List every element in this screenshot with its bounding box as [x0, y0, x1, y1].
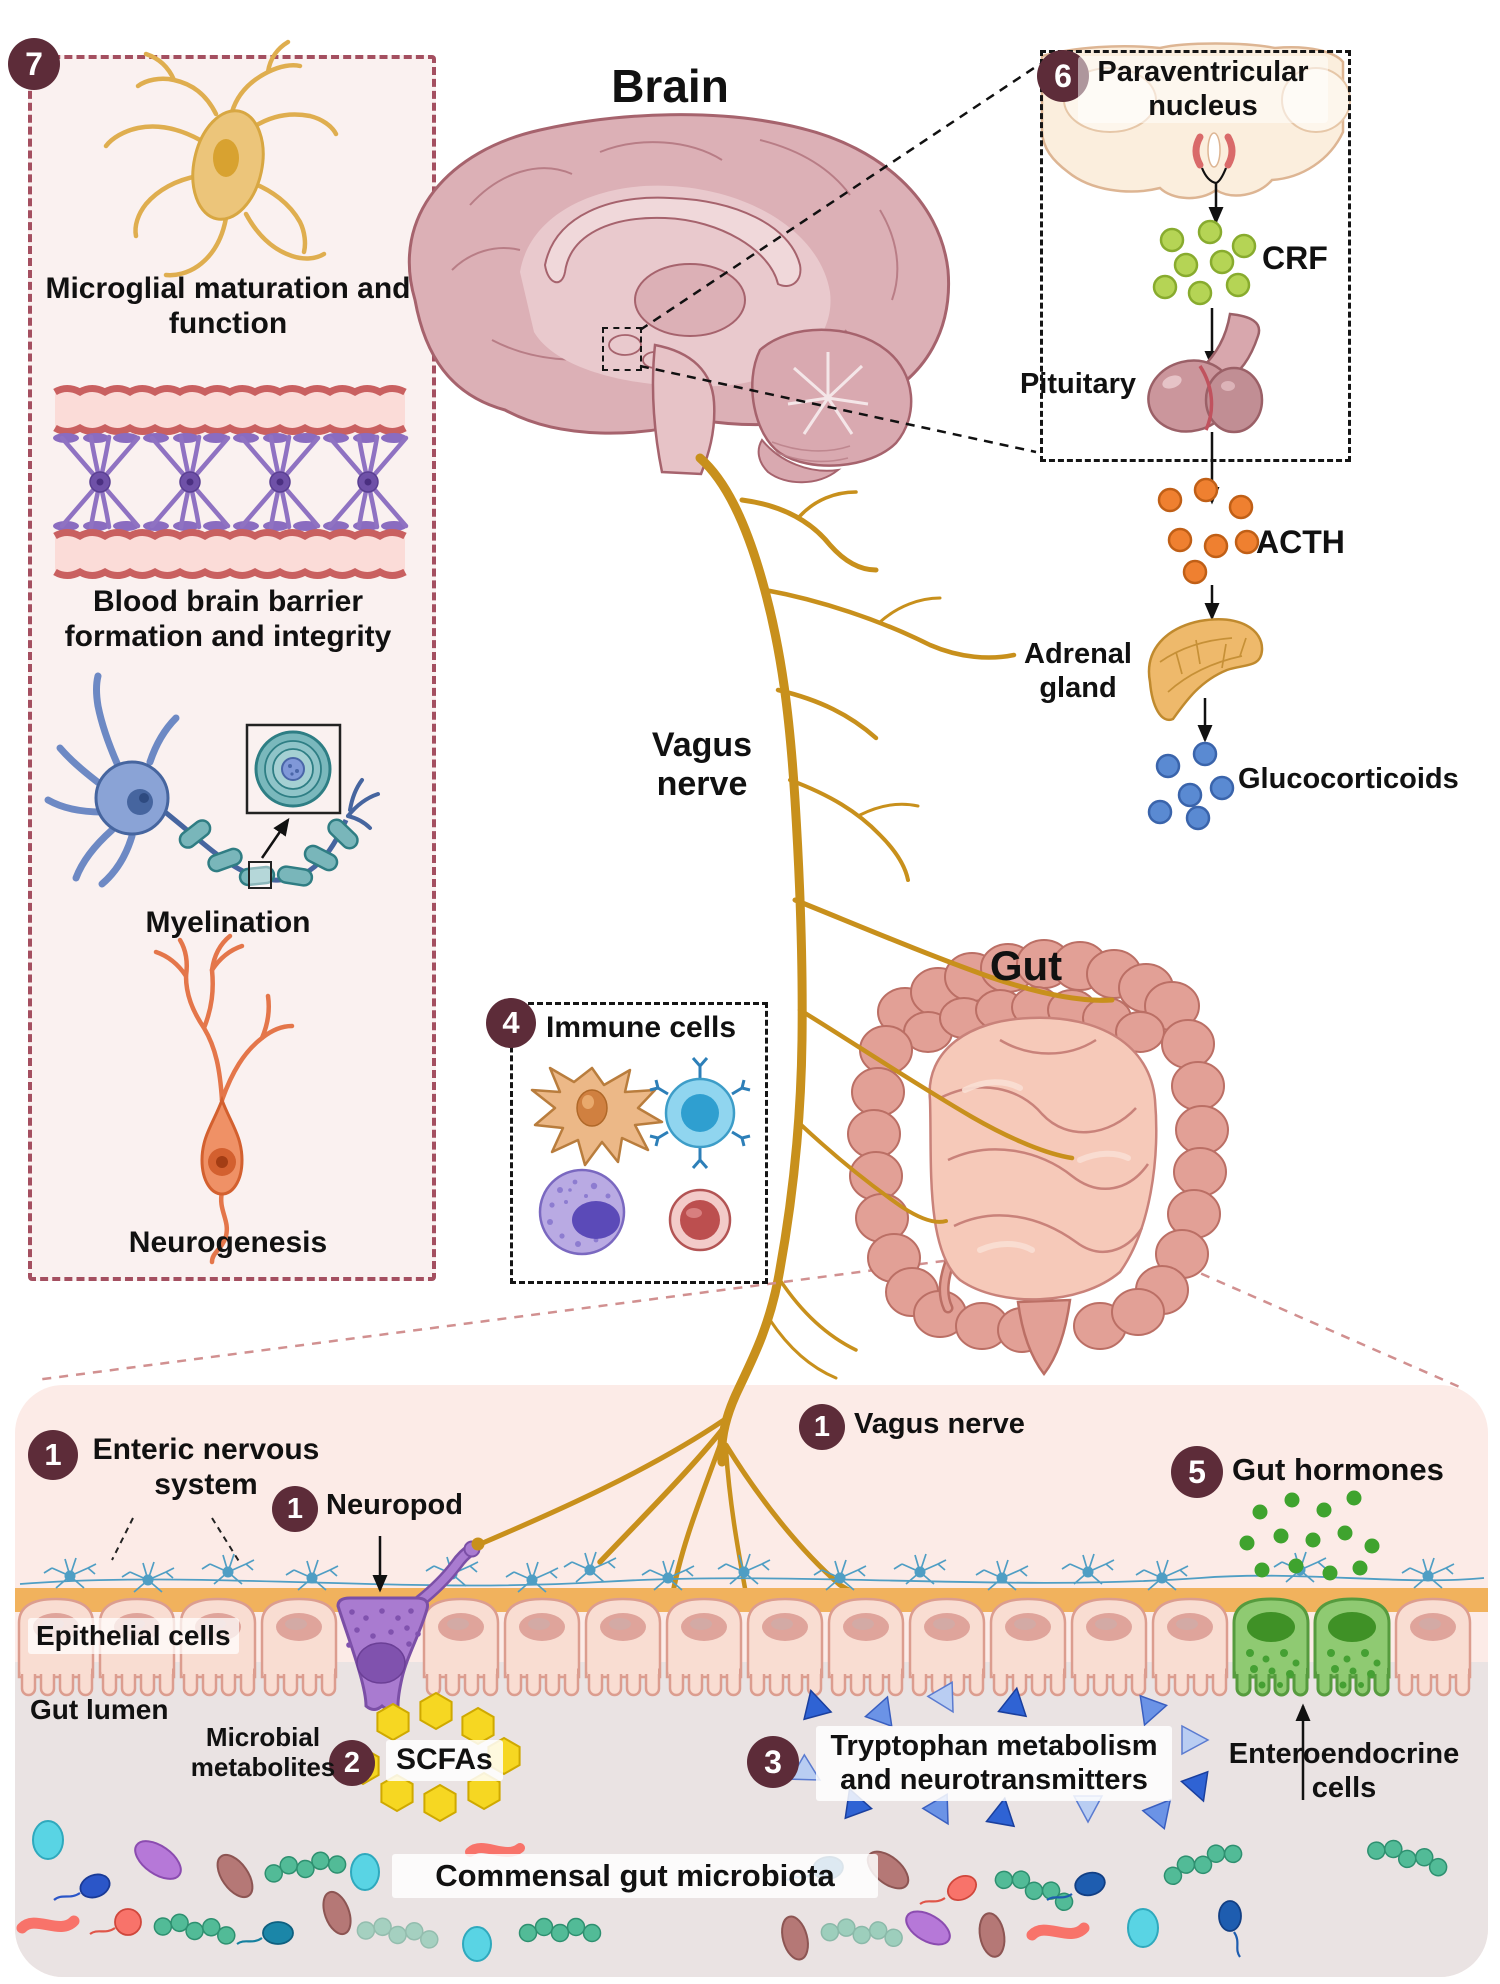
label-glucocorticoids: Glucocorticoids — [1238, 763, 1459, 795]
label-crf: CRF — [1262, 240, 1328, 276]
label-microbiota: Commensal gut microbiota — [392, 1854, 878, 1898]
brain-illustration — [407, 113, 951, 484]
label-scfas: SCFAs — [386, 1740, 503, 1781]
label-myelination: Myelination — [145, 906, 311, 939]
gut-illustration — [847, 939, 1229, 1377]
label-enteroendocrine: Enteroendocrine cells — [1228, 1738, 1460, 1804]
label-vagus-nerve-panel: Vagus nerve — [854, 1408, 1025, 1440]
label-microglial: Microglial maturation and function — [45, 272, 411, 340]
label-pvn: Paraventricular nucleus — [1078, 56, 1328, 124]
panel-7-brain-effects — [28, 55, 436, 1281]
adrenal-gland-illustration — [1147, 618, 1264, 743]
label-tryptophan: Tryptophan metabolism and neurotransmitt… — [816, 1726, 1172, 1802]
label-acth: ACTH — [1256, 524, 1345, 560]
gut-lumen-region — [15, 1662, 1488, 1977]
badge-1-ens: 1 — [28, 1430, 78, 1480]
label-ens: Enteric nervous system — [92, 1433, 320, 1501]
badge-7: 7 — [8, 38, 60, 90]
label-vagus-nerve-main: Vagus nerve — [651, 726, 753, 804]
zoom-link-lines — [639, 62, 1041, 454]
acth-molecules — [1157, 477, 1260, 585]
label-gut: Gut — [989, 942, 1063, 989]
label-neuropod: Neuropod — [326, 1489, 463, 1521]
badge-4: 4 — [486, 998, 536, 1048]
brain-title: Brain — [611, 60, 729, 112]
label-adrenal: Adrenal gland — [1024, 638, 1132, 704]
label-pituitary: Pituitary — [1019, 368, 1136, 400]
badge-5: 5 — [1171, 1446, 1223, 1498]
label-immune-cells: Immune cells — [546, 1011, 737, 1044]
badge-1-vagus: 1 — [799, 1404, 845, 1450]
badge-3: 3 — [747, 1736, 799, 1788]
label-bbb: Blood brain barrier formation and integr… — [64, 585, 392, 653]
label-microbial-metabolites: Microbial metabolites — [190, 1722, 336, 1783]
label-gut-hormones: Gut hormones — [1232, 1452, 1444, 1487]
brain-zoom-rect — [602, 327, 642, 371]
label-epithelial-cells: Epithelial cells — [28, 1618, 239, 1655]
glucocorticoid-molecules — [1147, 741, 1235, 831]
badge-1-neuropod: 1 — [272, 1486, 318, 1532]
label-neurogenesis: Neurogenesis — [128, 1226, 328, 1259]
label-gut-lumen: Gut lumen — [30, 1694, 169, 1725]
